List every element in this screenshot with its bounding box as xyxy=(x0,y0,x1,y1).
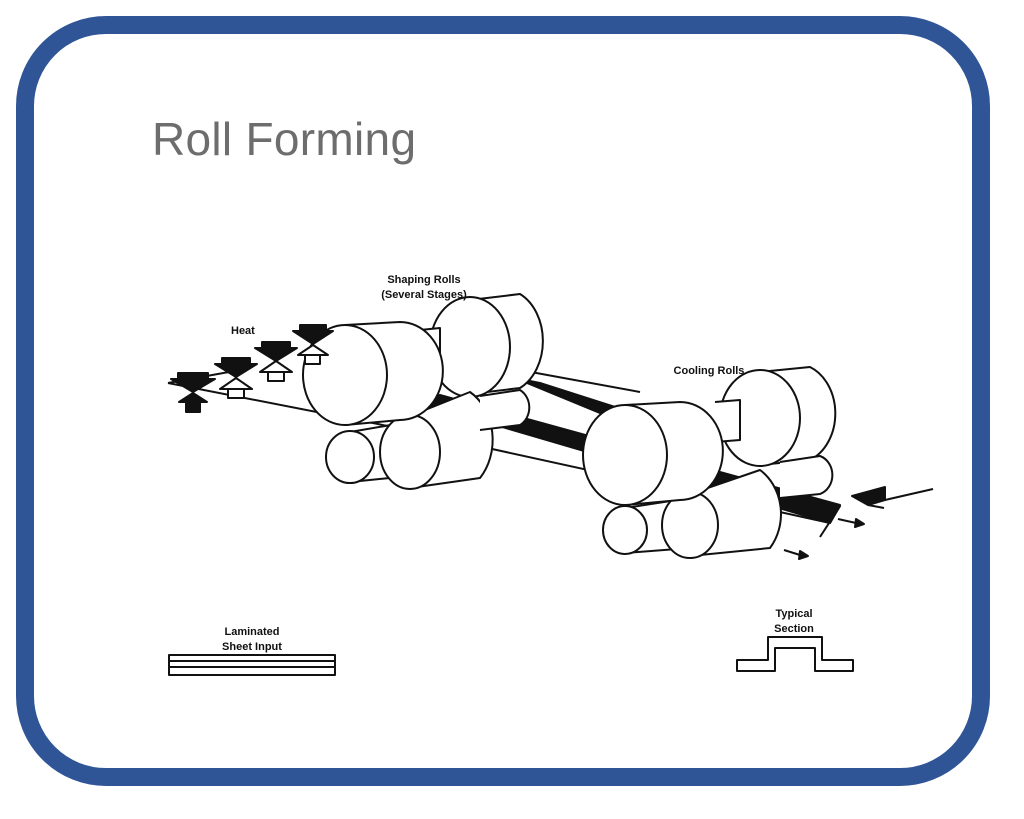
heat-label: Heat xyxy=(231,325,255,337)
cooling-roll-back xyxy=(714,366,837,467)
sheet-input-label: Sheet Input xyxy=(222,641,282,653)
cooling-rolls-label: Cooling Rolls xyxy=(674,365,745,377)
shaping-roll-back xyxy=(419,293,544,398)
shaping-roll-front xyxy=(302,321,444,426)
heat-arrows xyxy=(170,324,334,413)
slide-title: Roll Forming xyxy=(152,113,417,165)
cooling-roll-front xyxy=(582,401,724,506)
typical-label: Typical xyxy=(775,608,812,620)
typical-section-icon xyxy=(736,636,854,672)
shaping-rolls-label: Shaping Rolls xyxy=(387,274,460,286)
exit-arrows xyxy=(783,486,934,560)
shaping-rolls-sublabel: (Several Stages) xyxy=(381,289,467,301)
shaping-roll-lower xyxy=(325,389,531,490)
laminated-sheet-icon xyxy=(168,654,336,676)
cooling-roll-lower xyxy=(602,455,834,559)
laminated-label: Laminated xyxy=(224,626,279,638)
section-label: Section xyxy=(774,623,814,635)
